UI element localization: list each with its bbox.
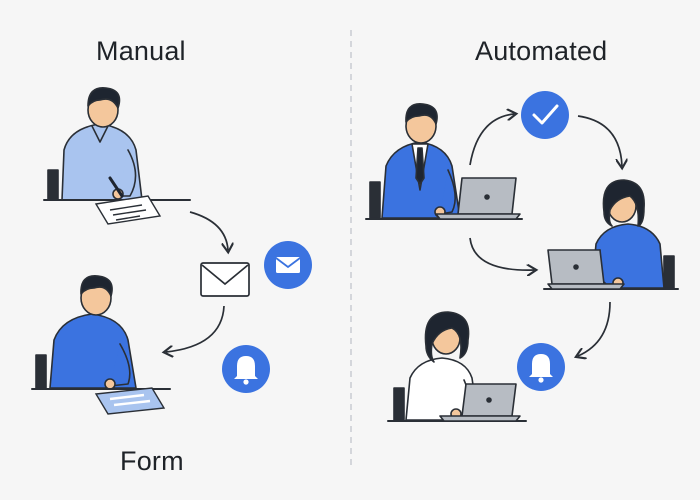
arrow-to-woman-top: [577, 115, 622, 166]
laptop-icon: [439, 383, 521, 422]
automated-title: Automated: [475, 36, 608, 66]
manual-person-writing: [43, 87, 191, 201]
automated-man-laptop: [365, 103, 523, 220]
envelope-icon: [200, 262, 250, 297]
arrow-to-woman-laptop: [469, 237, 534, 270]
form-icon: [94, 387, 166, 415]
laptop-icon: [435, 177, 521, 220]
arrow-to-check: [469, 114, 514, 166]
arrow-to-form: [166, 305, 225, 352]
manual-person-form: [31, 275, 171, 390]
mail-notification-icon: [264, 241, 312, 289]
bell-icon: [222, 345, 270, 393]
arrow-to-envelope: [189, 211, 228, 250]
manual-title: Manual: [96, 36, 186, 66]
document-icon: [94, 195, 162, 225]
bell-icon: [517, 343, 565, 391]
laptop-icon: [547, 249, 625, 290]
checkmark-icon: [521, 91, 569, 139]
form-label: Form: [120, 446, 184, 476]
arrow-to-bell: [578, 301, 611, 356]
